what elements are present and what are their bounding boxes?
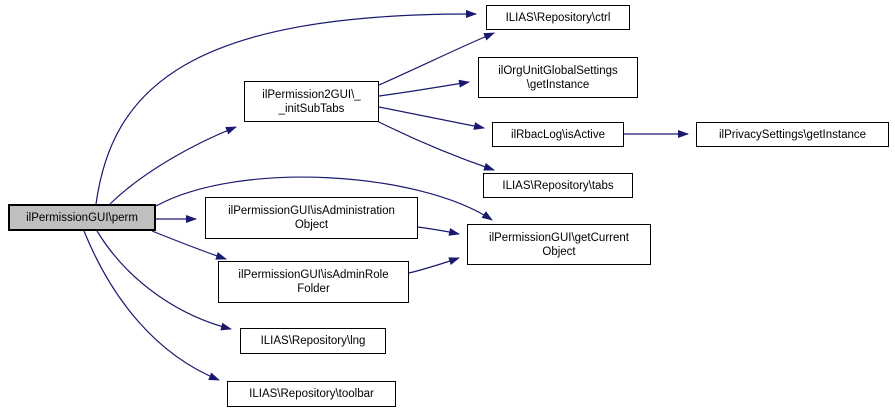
- node-label: ilOrgUnitGlobalSettings \getInstance: [498, 64, 618, 91]
- edge-init-sub-tabs-to-orgunit: [378, 79, 470, 97]
- edge-init-sub-tabs-to-tabs: [376, 120, 495, 171]
- node-repository-toolbar[interactable]: ILIAS\Repository\toolbar: [227, 381, 396, 407]
- node-label: ilPermissionGUI\getCurrent Object: [489, 231, 629, 258]
- node-permission2-gui-init-sub-tabs[interactable]: ilPermission2GUI\_ _initSubTabs: [244, 81, 379, 122]
- node-repository-tabs[interactable]: ILIAS\Repository\tabs: [483, 173, 633, 198]
- node-is-admin-role-folder[interactable]: ilPermissionGUI\isAdminRole Folder: [218, 261, 409, 303]
- node-label: ILIAS\Repository\toolbar: [249, 388, 374, 400]
- node-privacy-settings-get-instance[interactable]: ilPrivacySettings\getInstance: [696, 122, 889, 147]
- node-label: ILIAS\Repository\ctrl: [505, 11, 611, 24]
- node-rbaclog-is-active[interactable]: ilRbacLog\isActive: [492, 122, 624, 147]
- node-label: ilPermissionGUI\perm: [26, 211, 138, 224]
- node-label: ilRbacLog\isActive: [511, 128, 605, 141]
- node-label: ilPrivacySettings\getInstance: [718, 128, 867, 141]
- edge-perm-to-lng: [96, 230, 232, 331]
- edge-is-administration-to-get-current: [417, 226, 460, 236]
- node-label: ilPermissionGUI\isAdminRole Folder: [238, 269, 389, 295]
- node-permission-gui-perm: ilPermissionGUI\perm: [8, 204, 156, 231]
- node-label: ILIAS\Repository\lng: [260, 335, 366, 347]
- edge-perm-to-init-sub-tabs: [109, 126, 237, 205]
- node-repository-lng[interactable]: ILIAS\Repository\lng: [240, 328, 386, 354]
- edge-init-sub-tabs-to-ctrl: [378, 32, 495, 86]
- node-label: ILIAS\Repository\tabs: [502, 179, 614, 192]
- node-is-administration-object[interactable]: ilPermissionGUI\isAdministration Object: [205, 197, 418, 239]
- node-label: ilPermission2GUI\_ _initSubTabs: [262, 88, 361, 115]
- node-orgunit-global-settings-get-instance[interactable]: ilOrgUnitGlobalSettings \getInstance: [478, 57, 638, 98]
- node-get-current-object[interactable]: ilPermissionGUI\getCurrent Object: [467, 224, 651, 265]
- node-repository-ctrl[interactable]: ILIAS\Repository\ctrl: [486, 5, 630, 30]
- edge-init-sub-tabs-to-rbaclog: [378, 106, 485, 130]
- node-label: ilPermissionGUI\isAdministration Object: [228, 205, 395, 231]
- edge-is-admin-role-to-get-current: [408, 257, 460, 274]
- edge-perm-to-toolbar: [83, 230, 220, 381]
